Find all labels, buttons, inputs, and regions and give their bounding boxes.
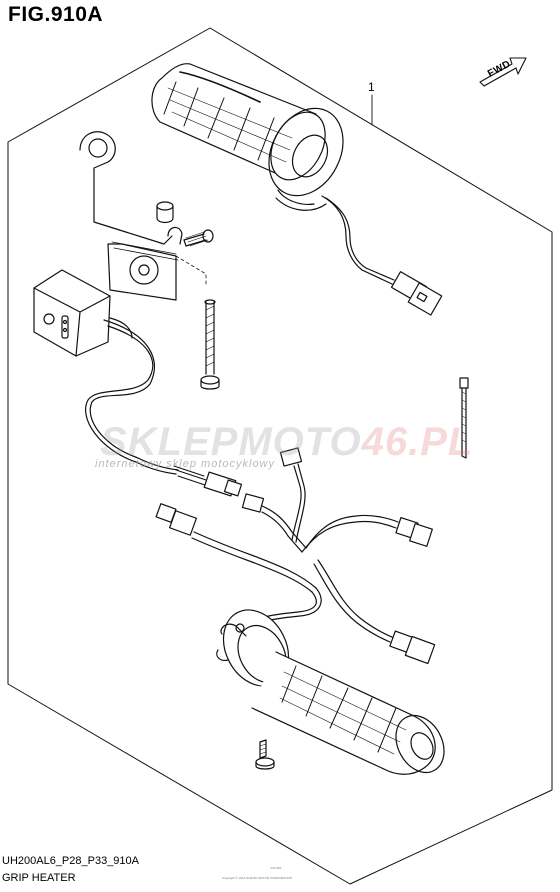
two-pin-connector — [241, 493, 307, 553]
heater-controller — [33, 269, 133, 357]
harness-junction — [173, 465, 243, 497]
part-name: GRIP HEATER — [2, 872, 76, 884]
watermark-tagline: internetowy sklep motocyklowy — [95, 458, 276, 470]
watermark-brand-a: SKLEPMOTO — [100, 420, 362, 464]
screw-bottom — [255, 739, 275, 770]
lower-right-connector — [313, 559, 436, 665]
model-code: UH200AL6_P28_P33_910A — [2, 855, 140, 867]
cable-tie — [459, 377, 469, 459]
watermark-logo: SKLEPMOTO46.PL — [100, 420, 473, 465]
kit-outline — [7, 27, 553, 885]
copyright-text: Copyright © 2016 SUZUKI MOTOR CORPORATIO… — [222, 876, 293, 880]
figure-title: FIG.910A — [8, 3, 104, 26]
upper-grip-connector — [321, 195, 443, 316]
page-code: CAT-001 — [270, 866, 282, 870]
right-branch-wire — [301, 514, 433, 553]
fwd-arrow-icon — [479, 57, 527, 87]
spacer-collar — [156, 201, 174, 224]
callout-number: 1 — [368, 80, 375, 94]
screw-small — [183, 229, 214, 247]
watermark-brand-b: 46.PL — [361, 420, 474, 464]
long-bolt — [200, 299, 220, 390]
lower-grip-heater — [216, 609, 445, 775]
controller-cable — [85, 319, 179, 475]
mounting-bracket — [79, 131, 207, 301]
left-lower-connector — [155, 503, 317, 593]
upper-grip-heater — [151, 63, 344, 211]
